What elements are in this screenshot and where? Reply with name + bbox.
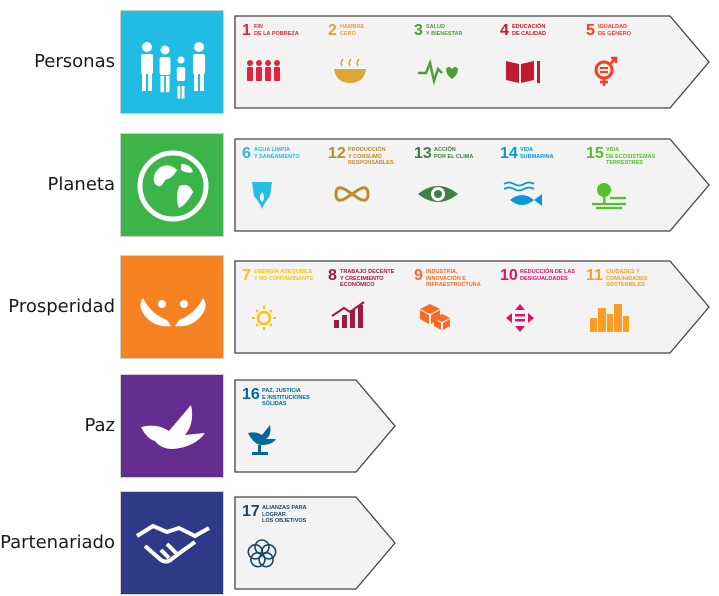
gender-equality-icon [594, 56, 618, 86]
goal-number: 10 [500, 267, 518, 284]
goal-number: 3 [414, 22, 423, 39]
goal-title: ALIANZAS PARA LOGRAR LOS OBJETIVOS [262, 505, 307, 524]
growth-chart-icon [331, 301, 365, 328]
pillar-label: Personas [34, 51, 115, 72]
goal-number: 16 [242, 386, 260, 403]
goal-title: SALUD Y BIENESTAR [426, 24, 463, 37]
goal-title: TRABAJO DECENTE Y CRECIMIENTO ECONÓMICO [340, 269, 395, 288]
goal-number: 17 [242, 503, 260, 520]
goal-title: IGUALDAD DE GÉNERO [598, 24, 632, 37]
goal-number: 14 [500, 145, 518, 162]
heartbeat-icon [418, 58, 458, 86]
goals-arrow-banner [234, 15, 710, 109]
sun-icon [252, 306, 276, 330]
hands-icon [140, 298, 206, 327]
goal-number: 13 [414, 145, 432, 162]
goal-number: 6 [242, 145, 251, 162]
equality-arrows-icon [506, 304, 534, 332]
goal-title: ENERGÍA ASEQUIBLE Y NO CONTAMINANTE [254, 269, 314, 282]
goal-number: 12 [328, 145, 346, 162]
cubes-icon [420, 304, 450, 330]
goal-title: HAMBRE CERO [340, 24, 365, 37]
goal-number: 8 [328, 267, 337, 284]
pillar-tile [120, 374, 224, 478]
tree-icon [592, 183, 626, 210]
goals-arrow-banner [234, 379, 396, 473]
pillar-label: Paz [84, 415, 115, 436]
goal-title: ACCIÓN POR EL CLIMA [434, 147, 474, 160]
handshake-icon [135, 523, 210, 564]
goal-title: VIDA SUBMARINA [520, 147, 554, 160]
goals-arrow-banner [234, 138, 710, 232]
pillar-tile [120, 255, 224, 359]
goal-title: PAZ, JUSTICIA E INSTITUCIONES SÓLIDAS [262, 388, 310, 407]
goal-title: AGUA LIMPIA Y SANEAMIENTO [254, 147, 300, 160]
goal-number: 11 [586, 267, 603, 284]
goal-title: REDUCCIÓN DE LAS DESIGUALDADES [520, 269, 576, 282]
family-icon [247, 60, 280, 81]
pillar-label: Partenariado [0, 532, 115, 553]
eye-globe-icon [418, 186, 458, 202]
fish-icon [503, 181, 542, 206]
goal-number: 1 [242, 22, 251, 39]
goal-title: VIDA DE ECOSISTEMAS TERRESTRES [606, 147, 656, 166]
water-drop-icon [252, 182, 272, 210]
pillar-tile [120, 10, 224, 114]
goal-number: 4 [500, 22, 509, 39]
goal-title: EDUCACIÓN DE CALIDAD [512, 24, 546, 37]
city-icon [590, 304, 629, 332]
goal-number: 9 [414, 267, 423, 284]
goal-number: 7 [242, 267, 251, 284]
dove-icon [141, 405, 205, 449]
book-icon [506, 61, 540, 83]
goal-title: FIN DE LA POBREZA [254, 24, 299, 37]
food-bowl-icon [334, 58, 366, 83]
goal-number: 15 [586, 145, 604, 162]
globe-icon [137, 150, 209, 222]
goal-number: 5 [586, 22, 595, 39]
goal-title: INDUSTRIA, INNOVACIÓN E INFRAESTRUCTURA [426, 269, 481, 288]
pillar-tile [120, 133, 224, 237]
pillar-label: Planeta [47, 174, 115, 195]
dove-gavel-icon [248, 425, 276, 455]
goal-title: CIUDADES Y COMUNIDADES SOSTENIBLES [606, 269, 648, 288]
family-icon [141, 42, 205, 99]
pillar-tile [120, 491, 224, 595]
flower-rings-icon [247, 539, 277, 568]
pillar-label: Prosperidad [8, 296, 115, 317]
goal-number: 2 [328, 22, 337, 39]
goal-title: PRODUCCIÓN Y CONSUMO RESPONSABLES [348, 147, 394, 166]
infinity-icon [334, 186, 370, 202]
